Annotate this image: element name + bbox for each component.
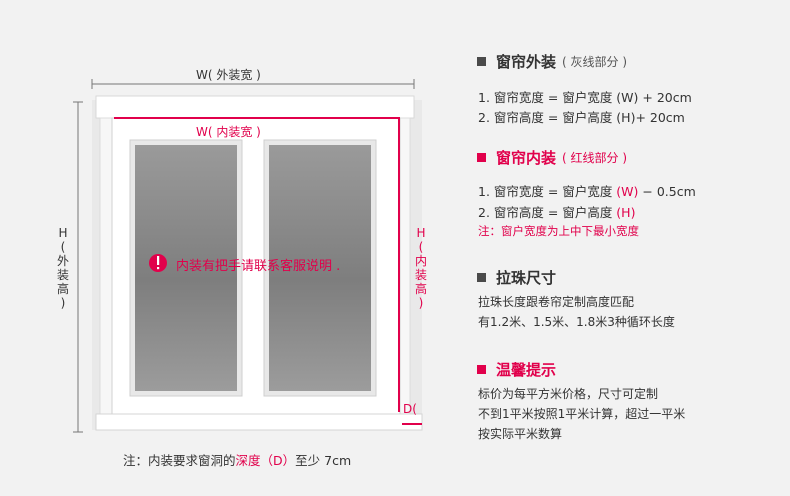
outer-line-1: 1. 窗帘宽度 = 窗户宽度 (W) + 20cm <box>478 90 692 105</box>
outer-section-title: 窗帘外装 ( 灰线部分 ) <box>477 51 627 72</box>
tips-line-2: 不到1平米按照1平米计算，超过一平米 <box>478 407 686 421</box>
cord-line-2: 有1.2米、1.5米、1.8米3种循环长度 <box>478 315 675 329</box>
inner-line-1: 1. 窗帘宽度 = 窗户宽度 (W) − 0.5cm <box>478 184 696 199</box>
cord-line-1: 拉珠长度跟卷帘定制高度匹配 <box>478 295 635 309</box>
cord-section-title: 拉珠尺寸 <box>477 267 556 288</box>
depth-label: D( <box>403 402 417 416</box>
inner-width-label: W( 内装宽 ) <box>196 125 261 139</box>
square-bullet-icon <box>477 273 486 282</box>
inner-line-2: 2. 窗帘高度 = 窗户高度 (H) <box>478 205 636 220</box>
tips-line-1: 标价为每平方米价格，尺寸可定制 <box>478 387 659 401</box>
square-bullet-icon <box>477 153 486 162</box>
inner-note: 注：窗户宽度为上中下最小宽度 <box>478 224 639 238</box>
inner-height-label: H ( 内 装 高 ) <box>414 226 427 310</box>
tips-section-title: 温馨提示 <box>477 359 556 380</box>
outer-width-label: W( 外装宽 ) <box>196 68 261 82</box>
right-pane <box>269 145 371 391</box>
bottom-note: 注：内装要求窗洞的深度（D）至少 7cm <box>123 453 352 468</box>
inner-section-title: 窗帘内装 ( 红线部分 ) <box>477 147 627 168</box>
outer-height-label: H ( 外 装 高 ) <box>56 226 69 310</box>
square-bullet-icon <box>477 365 486 374</box>
outer-line-2: 2. 窗帘高度 = 窗户高度 (H)+ 20cm <box>478 110 685 125</box>
window-diagram <box>73 79 423 433</box>
casing-top <box>95 95 415 119</box>
tips-line-3: 按实际平米数算 <box>478 427 563 441</box>
window-sill <box>95 413 423 431</box>
center-notice: 内装有把手请联系客服说明 . <box>176 259 341 274</box>
square-bullet-icon <box>477 57 486 66</box>
